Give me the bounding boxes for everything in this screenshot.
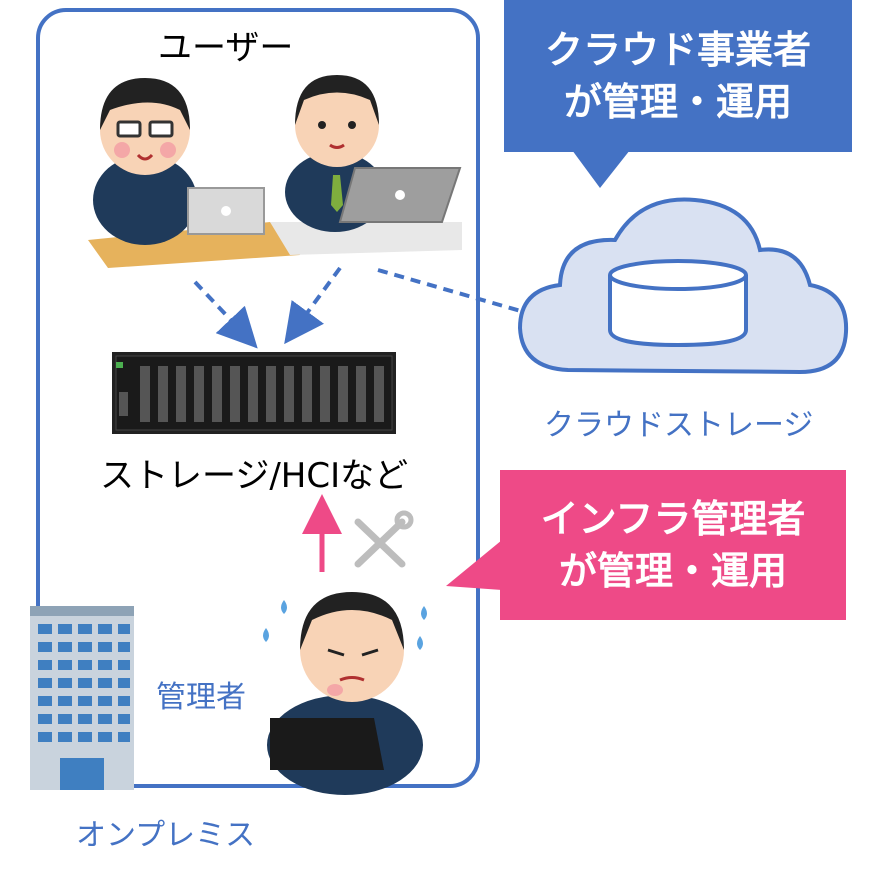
onprem-boundary — [36, 8, 480, 788]
infra-admin-callout: インフラ管理者 が管理・運用 — [500, 470, 846, 620]
cloud-provider-callout: クラウド事業者 が管理・運用 — [504, 0, 852, 152]
infra-callout-line1: インフラ管理者 — [540, 497, 806, 541]
admin-illustration — [263, 592, 427, 795]
users-label: ユーザー — [158, 28, 294, 68]
cloud-callout-tail — [572, 150, 630, 188]
onprem-label: オンプレミス — [76, 818, 256, 853]
cloud-callout-line1: クラウド事業者 — [544, 28, 811, 72]
cloud-callout-line2: が管理・運用 — [563, 80, 792, 124]
cloud-icon — [517, 197, 849, 375]
cloud-storage-label: クラウドストレージ — [544, 408, 814, 443]
infra-callout-line2: が管理・運用 — [558, 549, 787, 593]
user-to-cloud-arrow — [377, 268, 572, 334]
tools-icon — [354, 510, 414, 568]
user-to-storage-arrow-1 — [193, 280, 258, 349]
admin-label: 管理者 — [156, 680, 246, 715]
users-illustration — [88, 75, 462, 268]
storage-server-icon — [112, 352, 396, 434]
building-icon — [30, 606, 134, 790]
user-to-storage-arrow-2 — [284, 266, 342, 345]
infra-callout-tail — [446, 540, 502, 590]
storage-label: ストレージ/HCIなど — [100, 456, 409, 496]
